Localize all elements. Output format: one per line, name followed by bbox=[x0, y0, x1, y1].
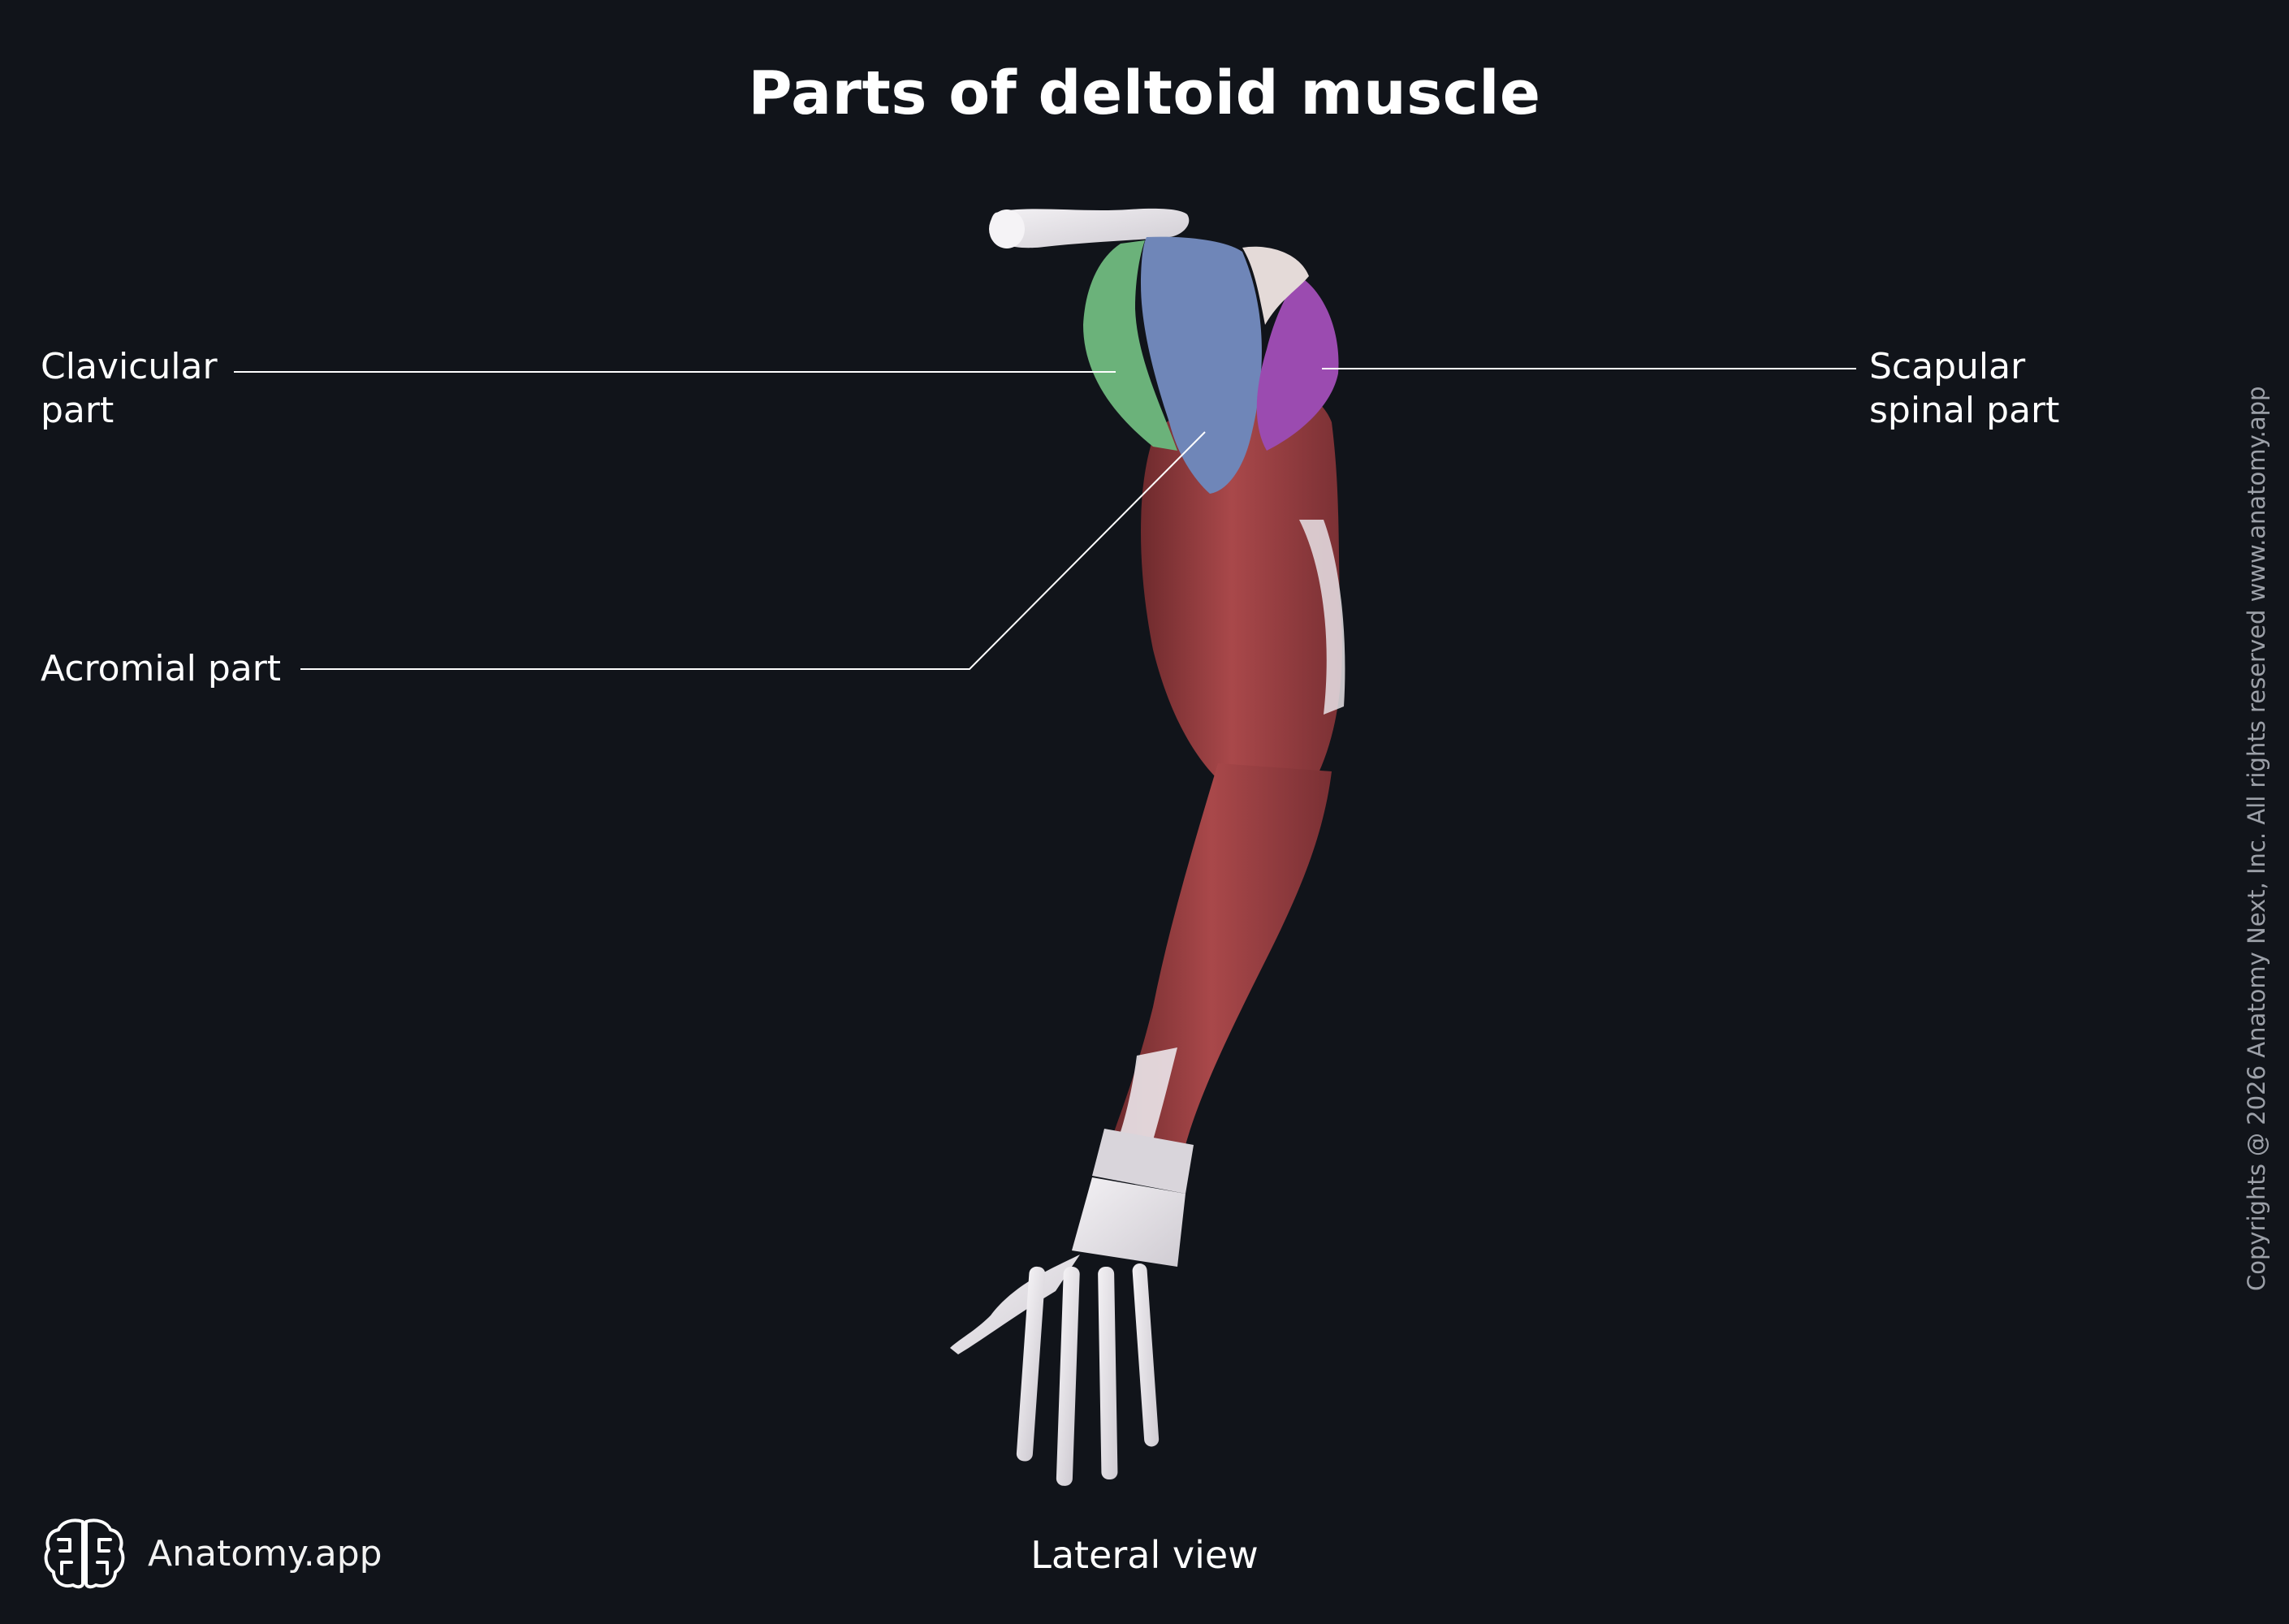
view-label: Lateral view bbox=[1030, 1533, 1259, 1577]
forearm-tendons bbox=[1119, 1047, 1177, 1140]
upper-arm-muscles bbox=[1141, 387, 1342, 780]
clavicular-part-region bbox=[1083, 240, 1177, 451]
brain-icon bbox=[42, 1515, 127, 1596]
acromial-leader-line bbox=[300, 431, 1206, 670]
triceps-tendon bbox=[1299, 520, 1345, 715]
clavicular-part-label: Clavicular part bbox=[41, 346, 218, 431]
acromial-part-region bbox=[1141, 236, 1262, 494]
acromial-part-label: Acromial part bbox=[41, 648, 282, 689]
brand-name[interactable]: Anatomy.app bbox=[148, 1533, 382, 1574]
scapular-spinal-part-label: Scapular spinal part bbox=[1869, 346, 2060, 431]
clavicle-end bbox=[989, 209, 1025, 248]
extensor-retinaculum bbox=[1092, 1129, 1194, 1194]
hand-bones bbox=[950, 1177, 1186, 1486]
scapular-spinal-part-region bbox=[1256, 276, 1339, 451]
copyright-notice: Copyrights @ 2026 Anatomy Next, Inc. All… bbox=[2243, 386, 2270, 1291]
clavicle-bone bbox=[990, 208, 1190, 248]
page-title: Parts of deltoid muscle bbox=[748, 58, 1541, 128]
acromion-cap bbox=[1242, 246, 1309, 325]
